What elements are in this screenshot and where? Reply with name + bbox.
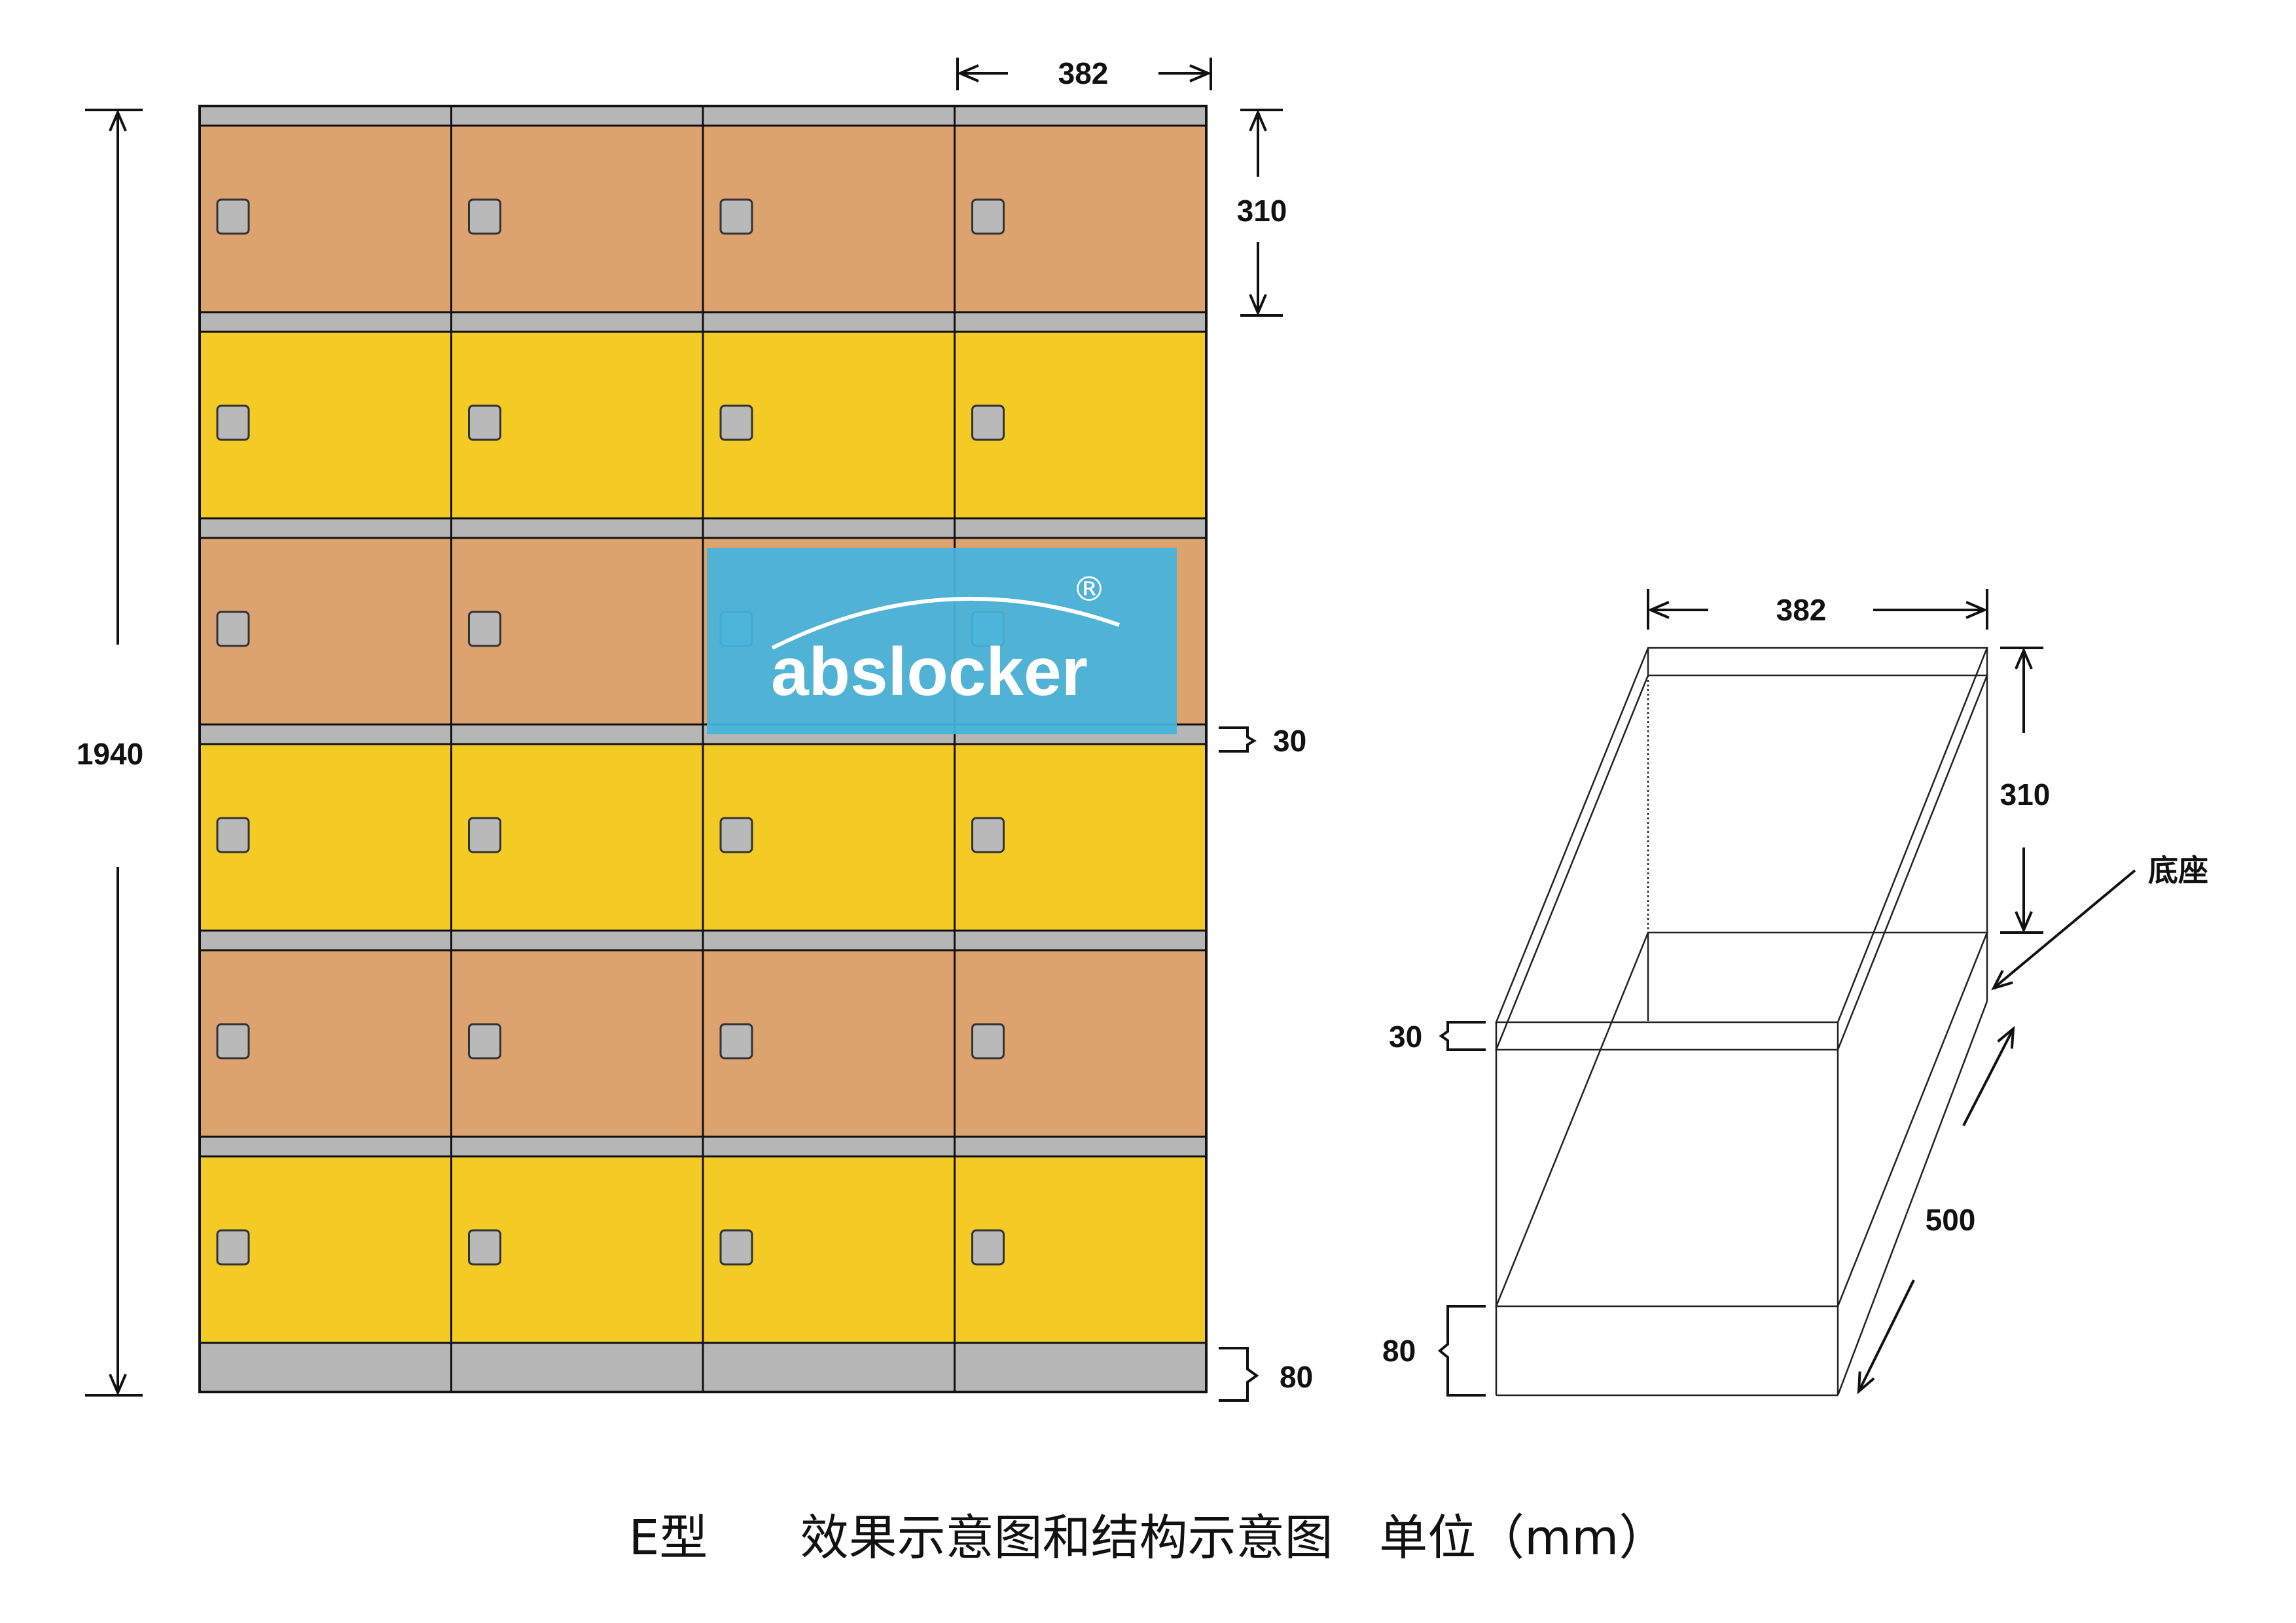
structure-height-label: 310 xyxy=(2000,777,2051,812)
lock-icon xyxy=(719,198,753,235)
divider-label: 30 xyxy=(1273,724,1306,758)
lock-icon xyxy=(216,404,250,441)
shelf-divider xyxy=(702,311,956,333)
logo-text: abslocker xyxy=(771,634,1088,710)
base-callout-label: 底座 xyxy=(2148,853,2208,888)
lock-icon xyxy=(468,198,501,235)
shelf-divider xyxy=(702,929,956,952)
structure-width-dimension: 382 xyxy=(1647,589,1988,630)
lock-icon xyxy=(468,1023,501,1060)
lock-icon xyxy=(971,817,1005,853)
lock-icon xyxy=(719,1023,753,1060)
plinth-base xyxy=(198,1342,452,1393)
structure-base-dimension: 80 xyxy=(1382,1305,1486,1397)
total-height-label: 1940 xyxy=(77,737,143,771)
structure-top-dimension: 30 xyxy=(1389,1020,1486,1054)
locker-outline xyxy=(198,105,1208,1393)
shelf-divider xyxy=(198,723,452,745)
shelf-divider xyxy=(954,1135,1208,1158)
shelf-divider xyxy=(198,517,452,539)
lock-icon xyxy=(719,817,753,853)
shelf-divider xyxy=(954,105,1208,127)
shelf-divider xyxy=(450,311,704,333)
structure-wireframe xyxy=(1495,647,1988,1397)
registered-mark: ® xyxy=(1072,570,1106,609)
abslocker-logo: abslocker ® xyxy=(707,548,1177,734)
shelf-divider xyxy=(198,929,452,952)
lock-icon xyxy=(468,404,501,441)
shelf-divider xyxy=(702,105,956,127)
base-callout: 底座 xyxy=(1991,853,2208,991)
door-height-dimension: 310 xyxy=(1237,109,1287,317)
shelf-divider xyxy=(198,311,452,333)
lock-icon xyxy=(216,198,250,235)
plinth-base xyxy=(702,1342,956,1393)
lock-icon xyxy=(719,404,753,441)
plinth-label: 80 xyxy=(1280,1360,1313,1394)
shelf-divider xyxy=(954,517,1208,539)
locker-door xyxy=(954,743,1208,932)
shelf-divider xyxy=(702,517,956,539)
structure-width-label: 382 xyxy=(1776,593,1827,627)
lock-icon xyxy=(468,1229,501,1266)
caption-type: E型 xyxy=(628,1510,708,1566)
door-height-label: 310 xyxy=(1237,194,1287,228)
plinth-dimension: 80 xyxy=(1219,1347,1313,1402)
shelf-divider xyxy=(450,517,704,539)
structure-depth-label: 500 xyxy=(1926,1203,1976,1237)
plinth-base xyxy=(450,1342,704,1393)
divider-dimension: 30 xyxy=(1219,724,1306,758)
lock-icon xyxy=(216,817,250,853)
shelf-divider xyxy=(198,1135,452,1158)
width-dimension: 382 xyxy=(956,56,1212,90)
total-height-dimension: 1940 xyxy=(77,109,143,1397)
shelf-divider xyxy=(702,1135,956,1158)
lock-icon xyxy=(468,611,501,647)
caption-title: 效果示意图和结构示意图 xyxy=(800,1510,1333,1566)
structure-top-label: 30 xyxy=(1389,1020,1422,1054)
shelf-divider xyxy=(450,1135,704,1158)
lock-icon xyxy=(216,1229,250,1266)
lock-icon xyxy=(971,1023,1005,1060)
width-label: 382 xyxy=(1058,56,1109,90)
lock-icon xyxy=(468,817,501,853)
shelf-divider xyxy=(450,929,704,952)
lock-icon xyxy=(216,611,250,647)
shelf-divider xyxy=(450,105,704,127)
lock-icon xyxy=(971,404,1005,441)
plinth-base xyxy=(954,1342,1208,1393)
logo-arc xyxy=(771,596,1120,650)
lock-icon xyxy=(971,198,1005,235)
lock-icon xyxy=(719,1229,753,1266)
lock-icon xyxy=(216,1023,250,1060)
caption: E型 效果示意图和结构示意图 单位（mm） xyxy=(0,1499,2296,1569)
structure-depth-dimension: 500 xyxy=(1857,1026,2015,1395)
lock-icon xyxy=(971,1229,1005,1266)
shelf-divider xyxy=(198,105,452,127)
locker-front-elevation xyxy=(198,105,1208,1393)
shelf-divider xyxy=(954,929,1208,952)
structure-height-dimension: 310 xyxy=(2000,647,2051,934)
caption-unit: 单位（mm） xyxy=(1379,1510,1668,1566)
structure-base-label: 80 xyxy=(1382,1334,1416,1368)
top-panel-outline xyxy=(1495,647,1988,1024)
shelf-divider xyxy=(450,723,704,745)
shelf-divider xyxy=(954,311,1208,333)
